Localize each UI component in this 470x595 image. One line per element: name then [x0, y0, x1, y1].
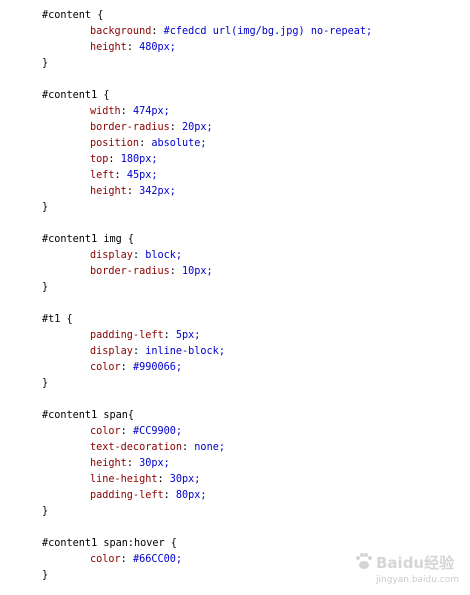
code-blank-line — [0, 392, 470, 408]
code-selector-line: #t1 { — [42, 314, 73, 325]
code-declaration-line: background: #cfedcd url(img/bg.jpg) no-r… — [90, 26, 373, 37]
code-selector-line: #content1 img { — [42, 234, 135, 245]
css-code-listing: #content { background: #cfedcd url(img/b… — [0, 8, 470, 584]
code-declaration-line: display: inline-block; — [90, 346, 225, 357]
code-declaration-line: left: 45px; — [90, 170, 158, 181]
code-declaration-line: color: #66CC00; — [90, 554, 183, 565]
code-close-brace: } — [42, 506, 49, 517]
code-declaration-line: width: 474px; — [90, 106, 170, 117]
code-selector-line: #content1 span:hover { — [42, 538, 177, 549]
code-close-brace: } — [42, 282, 49, 293]
baidu-jingyan-watermark: Baidu经验 jingyan.baidu.com — [344, 549, 464, 589]
code-close-brace: } — [42, 202, 49, 213]
code-declaration-line: height: 342px; — [90, 186, 176, 197]
code-declaration-line: height: 480px; — [90, 42, 176, 53]
code-close-brace: } — [42, 378, 49, 389]
code-selector-line: #content1 span{ — [42, 410, 135, 421]
code-declaration-line: position: absolute; — [90, 138, 207, 149]
code-declaration-line: border-radius: 20px; — [90, 122, 213, 133]
baidu-paw-logo-icon: Baidu经验 — [356, 553, 455, 572]
code-blank-line — [0, 216, 470, 232]
code-blank-line — [0, 72, 470, 88]
code-declaration-line: display: block; — [90, 250, 183, 261]
code-blank-line — [0, 296, 470, 312]
svg-text:Baidu经验: Baidu经验 — [376, 554, 455, 572]
code-declaration-line: padding-left: 5px; — [90, 330, 201, 341]
code-blank-line — [0, 520, 470, 536]
code-selector-line: #content1 { — [42, 90, 110, 101]
code-declaration-line: border-radius: 10px; — [90, 266, 213, 277]
code-declaration-line: color: #CC9900; — [90, 426, 183, 437]
code-declaration-line: color: #990066; — [90, 362, 183, 373]
code-close-brace: } — [42, 570, 49, 581]
code-declaration-line: text-decoration: none; — [90, 442, 225, 453]
code-declaration-line: top: 180px; — [90, 154, 158, 165]
code-selector-line: #content { — [42, 10, 104, 21]
watermark-url: jingyan.baidu.com — [376, 575, 460, 585]
code-declaration-line: height: 30px; — [90, 458, 170, 469]
code-declaration-line: padding-left: 80px; — [90, 490, 207, 501]
code-declaration-line: line-height: 30px; — [90, 474, 201, 485]
code-close-brace: } — [42, 58, 49, 69]
